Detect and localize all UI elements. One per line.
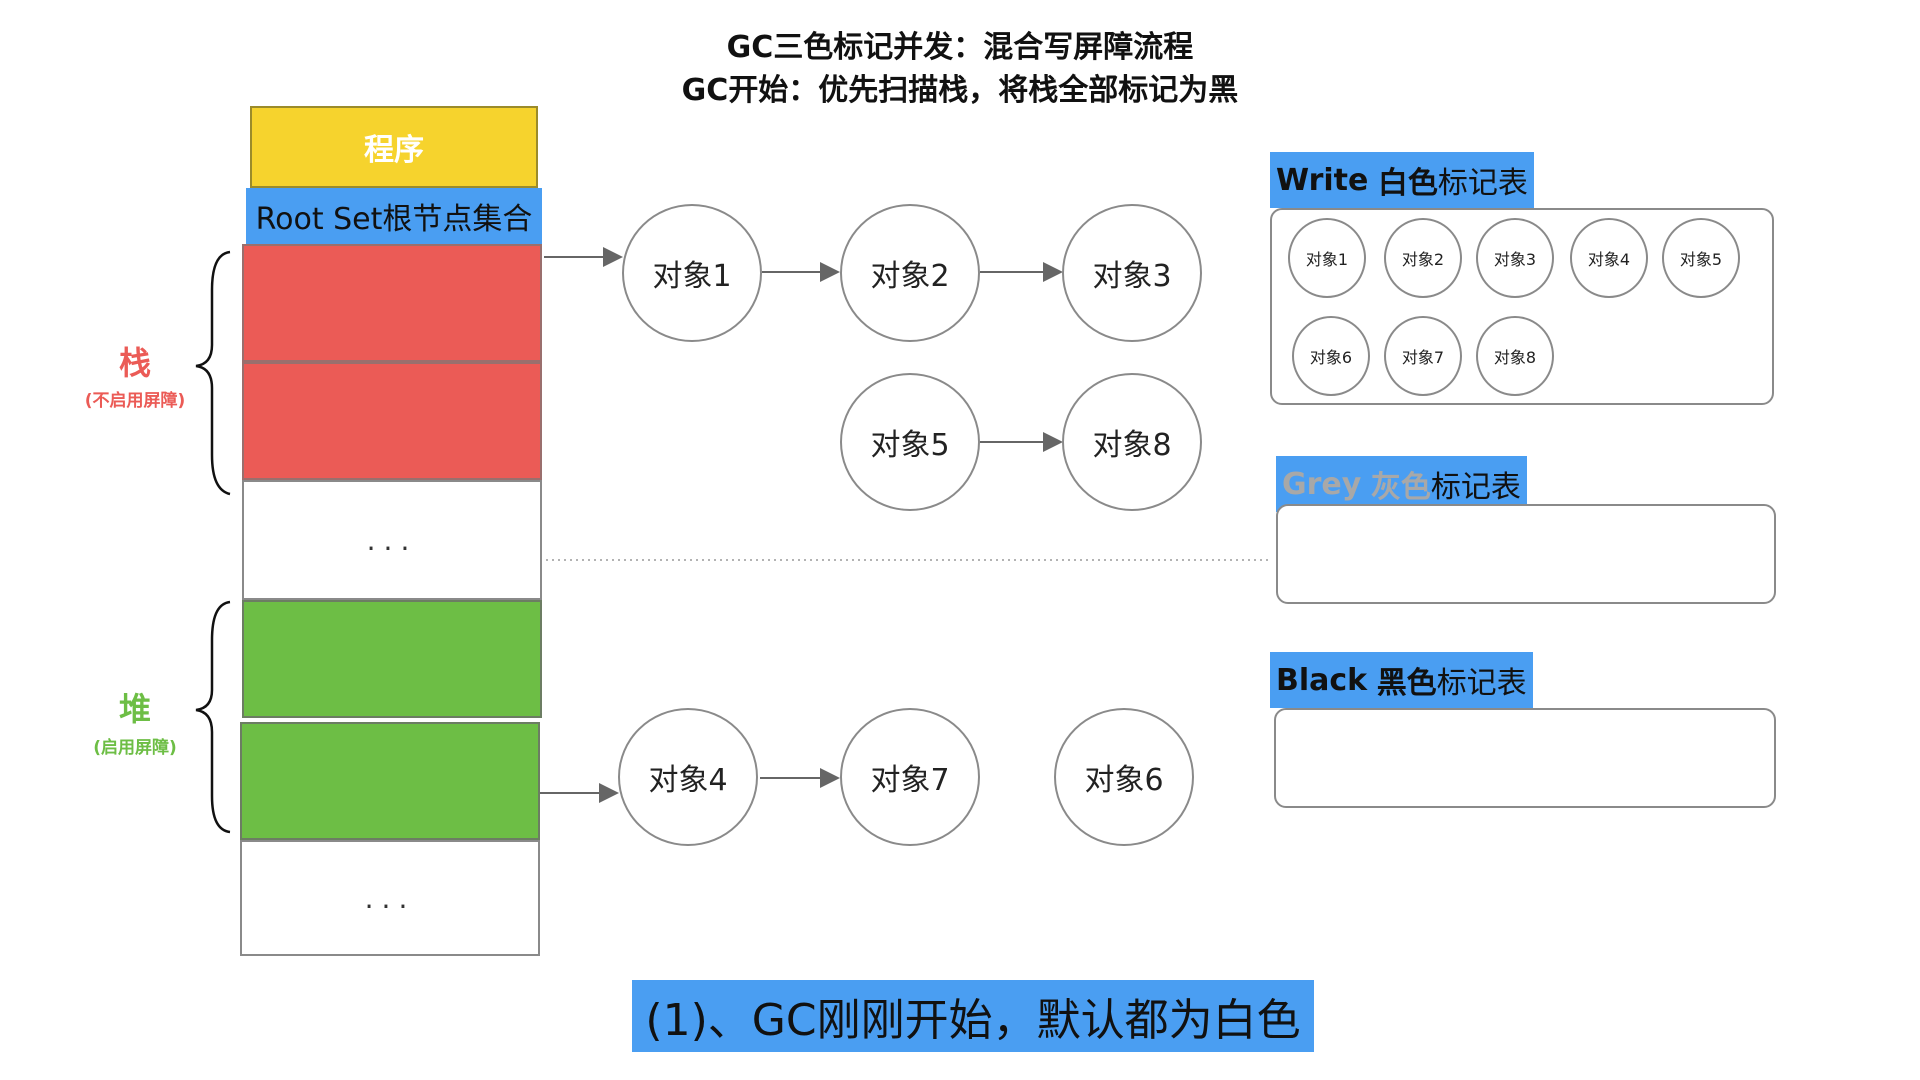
heap-slot-2 <box>240 722 540 840</box>
white-table-item: 对象6 <box>1292 316 1370 396</box>
object-node-6: 对象6 <box>1054 708 1194 846</box>
stack-ellipsis: ... <box>242 480 542 600</box>
stack-slot-1 <box>242 244 542 362</box>
step-caption: (1)、GC刚刚开始，默认都为白色 <box>632 980 1314 1052</box>
heap-slot-1 <box>242 600 542 718</box>
stack-label: 栈 <box>118 344 151 382</box>
grey-table-name: Grey <box>1282 466 1362 502</box>
program-block: 程序 <box>250 106 538 188</box>
stack-slot-2 <box>242 362 542 480</box>
white-table-item: 对象2 <box>1384 218 1462 298</box>
black-table-box <box>1274 708 1776 808</box>
white-table-title: Write 白色标记表 <box>1270 152 1534 208</box>
white-table-suffix: 标记表 <box>1437 166 1528 201</box>
object-node-4: 对象4 <box>618 708 758 846</box>
root-set-label: Root Set根节点集合 <box>246 188 542 244</box>
grey-table-title: Grey 灰色标记表 <box>1276 456 1527 512</box>
white-table-item: 对象5 <box>1662 218 1740 298</box>
stack-brace <box>195 250 231 496</box>
heap-brace <box>195 600 231 834</box>
white-table-item: 对象8 <box>1476 316 1554 396</box>
object-node-7: 对象7 <box>840 708 980 846</box>
object-node-8: 对象8 <box>1062 373 1202 511</box>
grey-table-suffix: 标记表 <box>1430 470 1521 505</box>
title-line-2: GC开始：优先扫描栈，将栈全部标记为黑 <box>681 73 1239 108</box>
white-table-item: 对象1 <box>1288 218 1366 298</box>
heap-ellipsis: ... <box>240 840 540 956</box>
object-node-3: 对象3 <box>1062 204 1202 342</box>
white-table-color-word: 白色 <box>1377 166 1438 201</box>
white-table-item: 对象4 <box>1570 218 1648 298</box>
black-table-suffix: 标记表 <box>1436 666 1527 701</box>
object-node-5: 对象5 <box>840 373 980 511</box>
grey-table-color-word: 灰色 <box>1370 470 1431 505</box>
title-line-1: GC三色标记并发：混合写屏障流程 <box>726 30 1194 65</box>
black-table-title: Black 黑色标记表 <box>1270 652 1533 708</box>
white-table-item: 对象7 <box>1384 316 1462 396</box>
heap-label: 堆 <box>118 690 151 728</box>
object-node-1: 对象1 <box>622 204 762 342</box>
grey-table-box <box>1276 504 1776 604</box>
white-table-name: Write <box>1276 162 1369 198</box>
object-node-2: 对象2 <box>840 204 980 342</box>
black-table-name: Black <box>1276 662 1368 698</box>
black-table-color-word: 黑色 <box>1376 666 1437 701</box>
heap-sublabel: (启用屏障) <box>93 738 177 758</box>
stack-sublabel: (不启用屏障) <box>84 391 186 411</box>
white-table-item: 对象3 <box>1476 218 1554 298</box>
